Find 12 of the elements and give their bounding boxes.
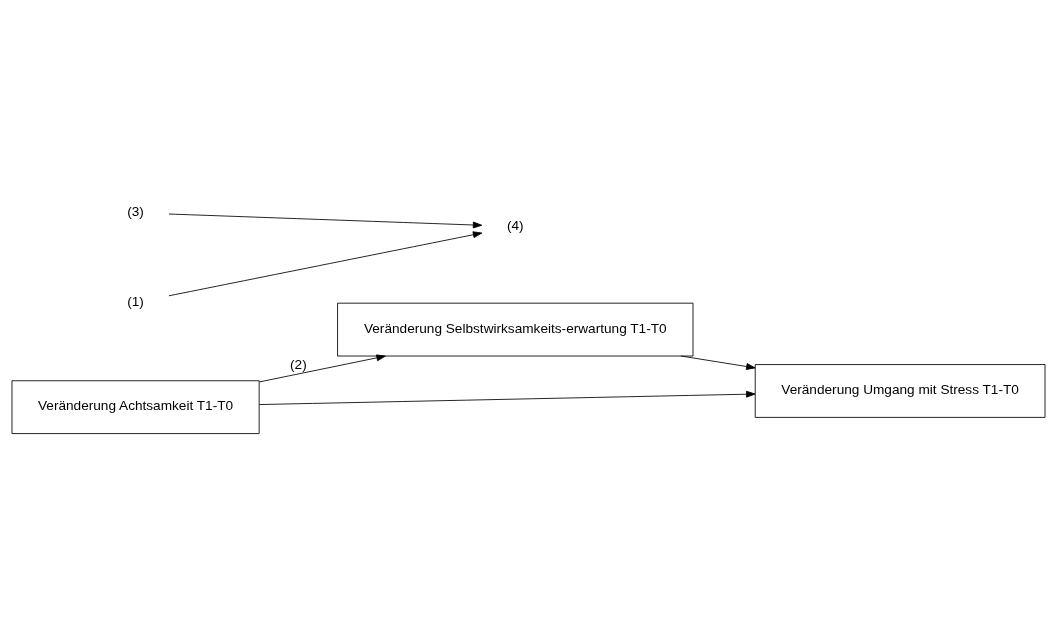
node-text: (1) [127,293,144,309]
node-box: Veränderung Umgang mit Stress T1-T0 [754,364,1046,418]
edge-label: (2) [290,356,307,372]
node-text: (4) [506,217,524,233]
node-box: Veränderung Selbstwirksamkeits-erwartung T1-T0 [337,302,694,357]
arrow [259,354,386,383]
node-text: (3) [127,204,144,220]
arrow [168,231,483,297]
arrow [258,390,756,405]
node-box: Veränderung Achtsamkeit T1-T0 [11,380,260,434]
arrow [680,355,756,370]
arrow [168,213,483,229]
